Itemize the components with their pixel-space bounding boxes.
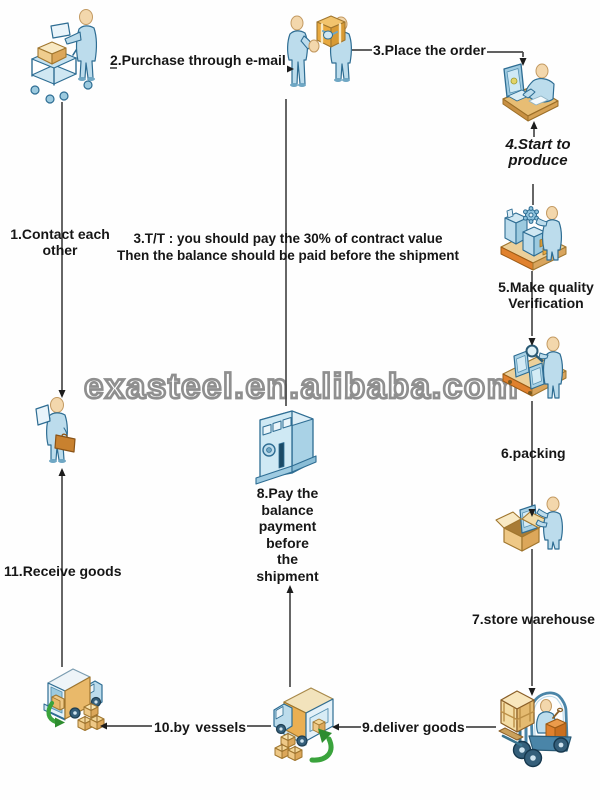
svg-text:exasteel.en.alibaba.com: exasteel.en.alibaba.com xyxy=(84,367,519,406)
